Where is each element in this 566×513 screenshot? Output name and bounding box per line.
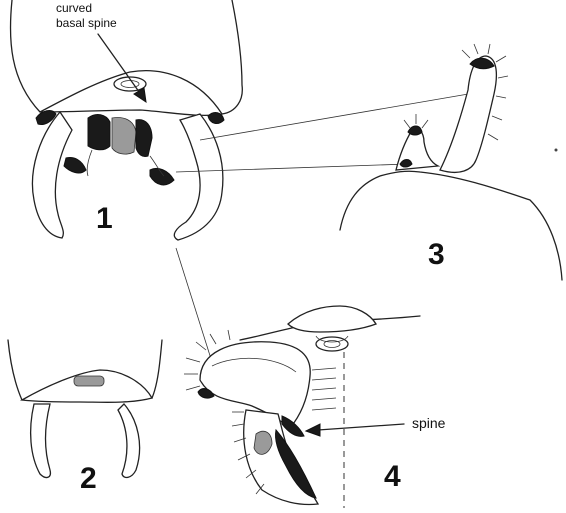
figure-number-2: 2 [80,462,97,495]
leader-line-1-to-4 [176,248,212,362]
callout-curved-basal-spine-line1: curved [56,1,92,15]
callout-arrowhead-4 [306,424,320,436]
callout-arrow-4 [318,424,404,430]
callout-spine: spine [412,415,446,431]
figure-3: 3 [340,44,562,280]
leader-line-1-to-3-upper [200,92,480,140]
figure-1: curved basal spine 1 [10,0,242,240]
figure-number-3: 3 [428,238,445,271]
figure-2: 2 [8,340,162,495]
figure-number-1: 1 [96,202,113,235]
figure-4: spine 4 [184,306,446,508]
figure-number-4: 4 [384,460,401,493]
callout-curved-basal-spine-line2: basal spine [56,16,117,30]
speck [555,149,558,152]
